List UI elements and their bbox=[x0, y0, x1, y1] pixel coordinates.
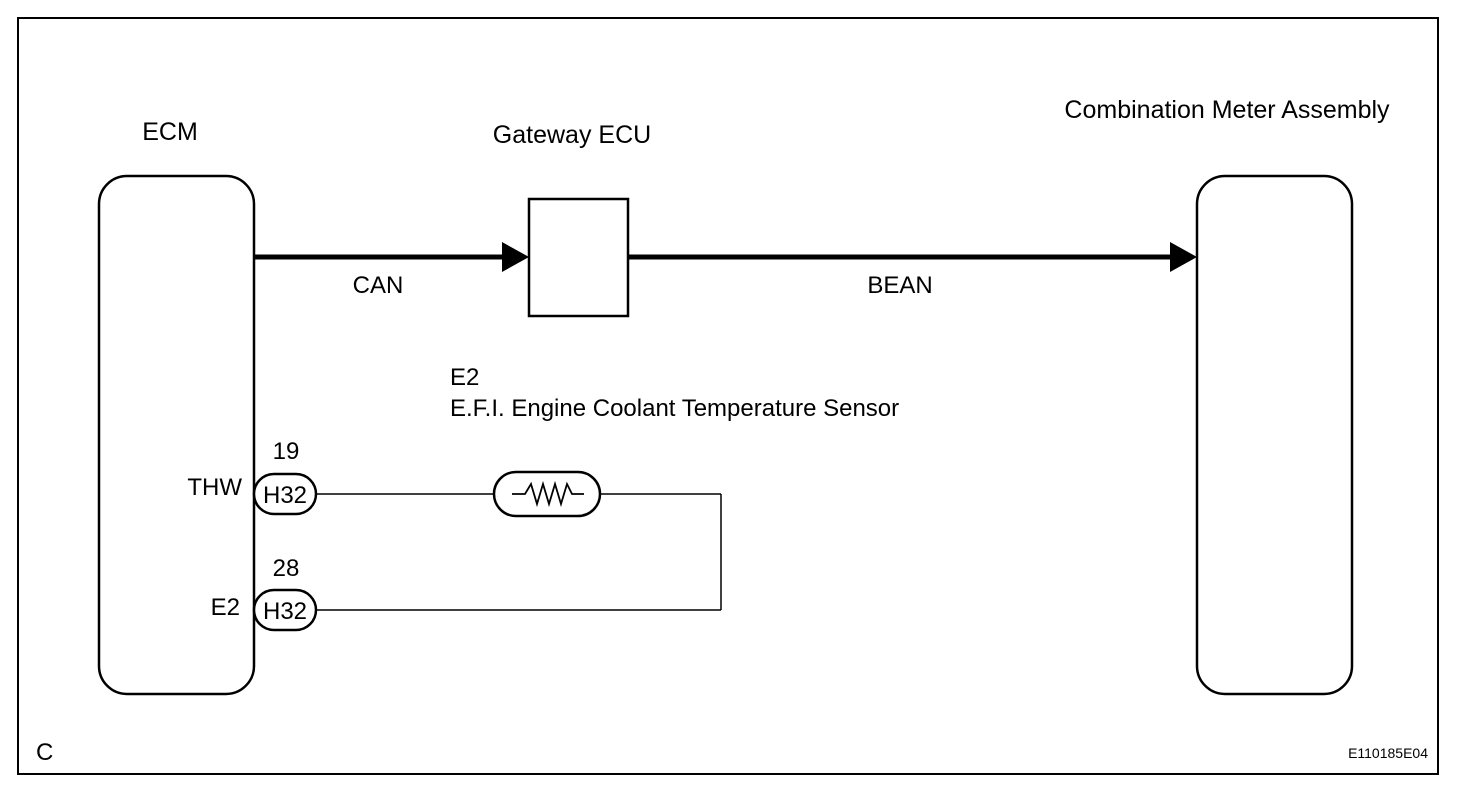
thermistor-icon bbox=[492, 470, 602, 518]
gateway-ecu-box bbox=[527, 197, 630, 318]
pin-e2-number: 28 bbox=[273, 555, 300, 582]
svg-text:H32: H32 bbox=[263, 598, 307, 625]
pin-thw-number: 19 bbox=[273, 438, 300, 465]
diagram-frame bbox=[17, 17, 1439, 775]
bean-bus-line bbox=[629, 242, 1197, 272]
combination-meter-box bbox=[1195, 174, 1354, 696]
pin-thw-terminal: THW bbox=[187, 474, 242, 501]
sensor-label: E.F.I. Engine Coolant Temperature Sensor bbox=[450, 395, 899, 422]
can-bus-label: CAN bbox=[353, 272, 404, 299]
combination-meter-label: Combination Meter Assembly bbox=[1064, 96, 1390, 124]
figure-code: E110185E04 bbox=[1348, 745, 1428, 761]
ecm-label: ECM bbox=[142, 118, 198, 146]
connector-h32-thw: H32 bbox=[252, 472, 318, 516]
footer-left-label: C bbox=[36, 739, 53, 766]
can-bus-line bbox=[255, 242, 529, 272]
connector-h32-e2: H32 bbox=[252, 588, 318, 632]
sensor-wiring bbox=[316, 493, 722, 611]
svg-text:H32: H32 bbox=[263, 482, 307, 509]
ecm-box bbox=[97, 174, 256, 696]
gateway-ecu-label: Gateway ECU bbox=[493, 121, 651, 149]
pin-e2-terminal: E2 bbox=[211, 594, 240, 621]
sensor-code: E2 bbox=[450, 364, 479, 391]
bean-bus-label: BEAN bbox=[867, 272, 932, 299]
